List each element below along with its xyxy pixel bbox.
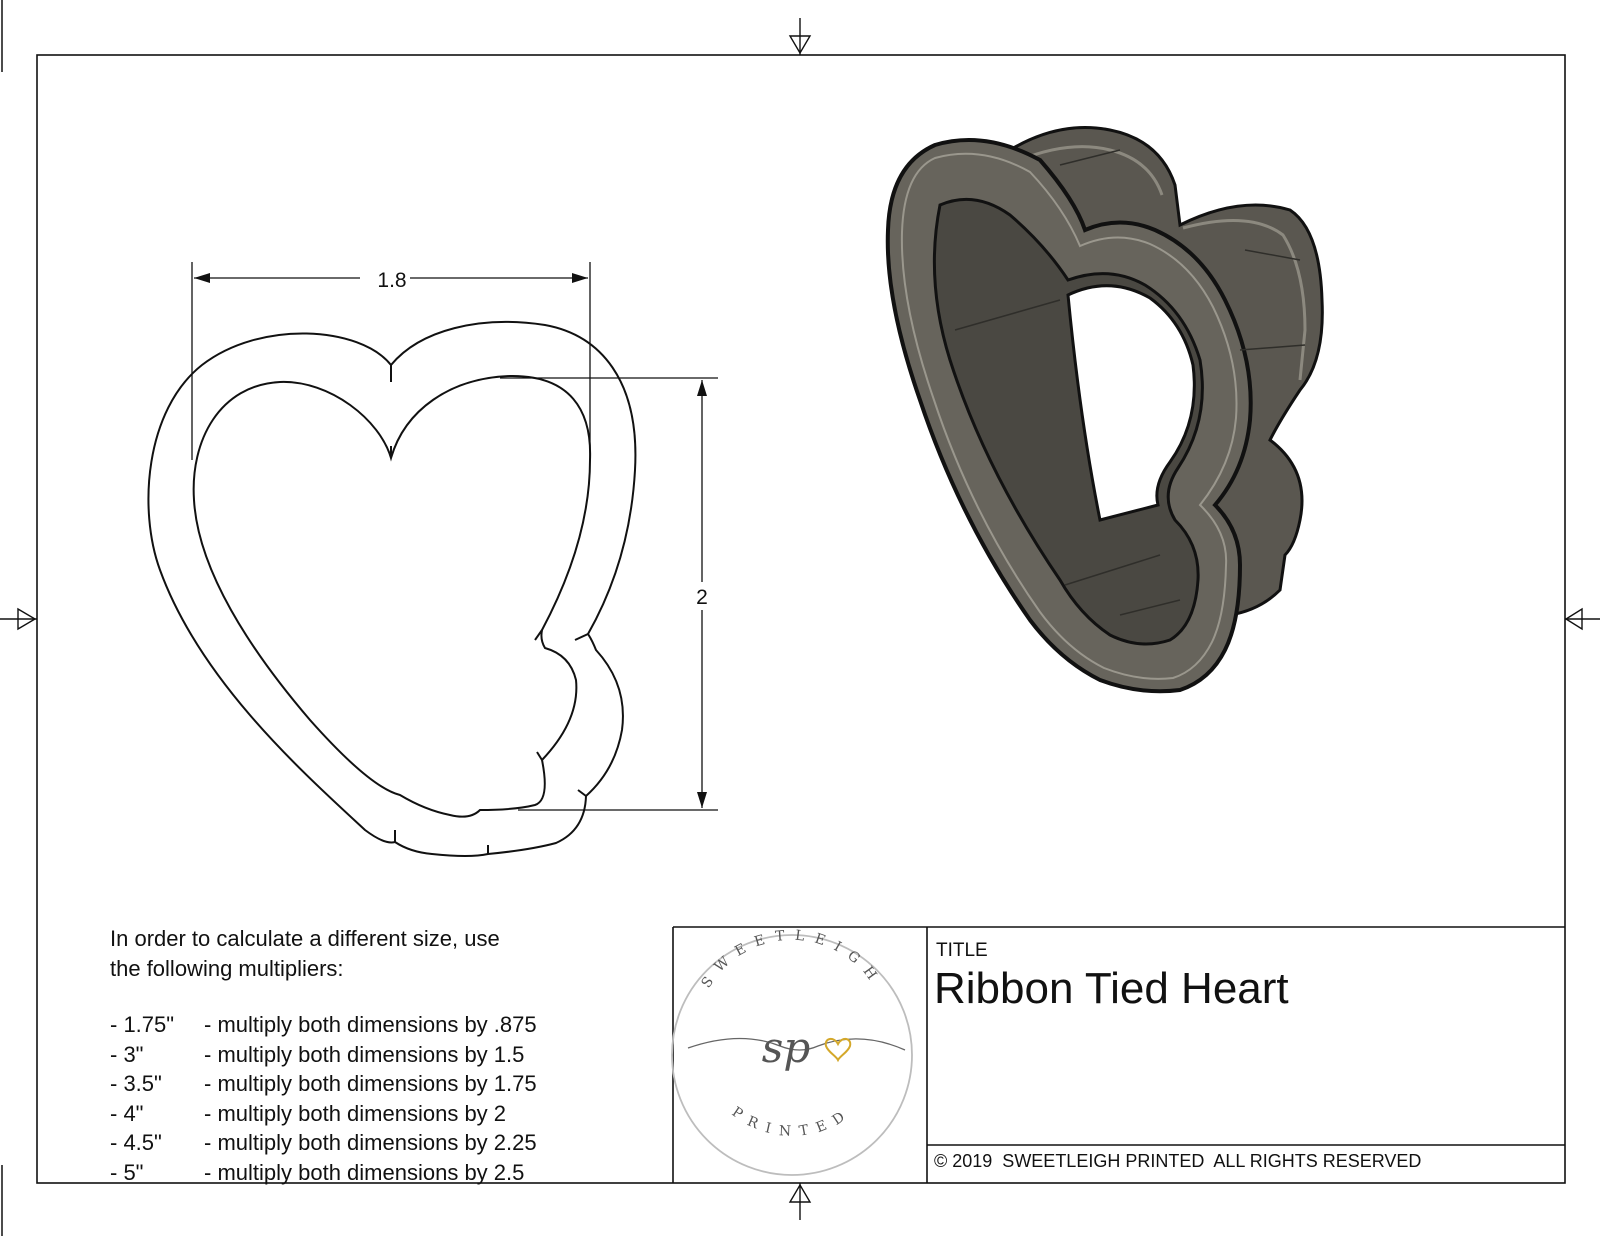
logo-flourish — [687, 1037, 906, 1051]
multiplier-text: - multiply both dimensions by 1.5 — [204, 1041, 525, 1067]
center-mark-left — [0, 607, 37, 631]
heart-inner-outline — [192, 374, 592, 818]
cookie-cutter-3d-render — [885, 126, 1324, 694]
multiplier-text: - multiply both dimensions by 2.5 — [204, 1159, 525, 1185]
multiplier-text: - multiply both dimensions by 1.75 — [204, 1071, 537, 1096]
multiplier-text: - multiply both dimensions by 2 — [204, 1100, 507, 1126]
logo-arc-top: SWEETLEIGH — [699, 928, 886, 992]
center-mark-bottom — [788, 1183, 812, 1220]
logo-monogram: sp — [762, 1023, 810, 1072]
copyright-notice: © 2019 SWEETLEIGH PRINTED ALL RIGHTS RES… — [934, 1151, 1422, 1171]
multiplier-row: - 1.75" - multiply both dimensions by .87… — [110, 1010, 537, 1040]
multiplier-size: - 5" — [110, 1159, 144, 1185]
multiplier-size: - 3.5" — [110, 1071, 162, 1096]
drawing-title: Ribbon Tied Heart — [934, 964, 1289, 1013]
center-mark-right — [1564, 607, 1600, 631]
heart-outer-outline — [147, 320, 637, 857]
multiplier-row: - 3.5" - multiply both dimensions by 1.75 — [110, 1069, 537, 1099]
multiplier-row: - 4" - multiply both dimensions by 2 — [110, 1099, 537, 1129]
logo-heart-icon — [824, 1038, 852, 1063]
notes-intro-line-2: the following multipliers: — [110, 955, 344, 981]
title-block — [672, 926, 1565, 1183]
cutter-opening — [1066, 284, 1196, 522]
multiplier-text: - multiply both dimensions by 2.25 — [204, 1130, 537, 1155]
multiplier-text: - multiply both dimensions by .875 — [204, 1012, 537, 1037]
dimension-height-label: 2 — [696, 586, 708, 609]
heart-outline-view — [147, 320, 637, 857]
multiplier-size: - 4" — [110, 1100, 144, 1126]
sweetleigh-logo: SWEETLEIGH PRINTED sp — [671, 928, 913, 1176]
multiplier-size: - 3" — [110, 1041, 144, 1067]
multiplier-row: - 4.5" - multiply both dimensions by 2.25 — [110, 1128, 537, 1158]
logo-arc-bottom: PRINTED — [729, 1104, 856, 1140]
notes-intro-line-1: In order to calculate a different size, … — [110, 926, 500, 951]
multiplier-size: - 4.5" — [110, 1130, 162, 1155]
dimension-height — [500, 377, 718, 811]
multiplier-row: - 3" - multiply both dimensions by 1.5 — [110, 1040, 537, 1070]
center-mark-top — [788, 18, 812, 55]
size-multiplier-notes: In order to calculate a different size, … — [110, 924, 537, 1187]
multiplier-list: - 1.75" - multiply both dimensions by .87… — [110, 1010, 537, 1187]
dimension-width-label: 1.8 — [377, 269, 406, 292]
multiplier-size: - 1.75" — [110, 1012, 175, 1037]
title-label: TITLE — [936, 940, 988, 961]
dimension-width — [191, 262, 591, 460]
multiplier-row: - 5" - multiply both dimensions by 2.5 — [110, 1158, 537, 1188]
logo-ring — [671, 934, 913, 1176]
